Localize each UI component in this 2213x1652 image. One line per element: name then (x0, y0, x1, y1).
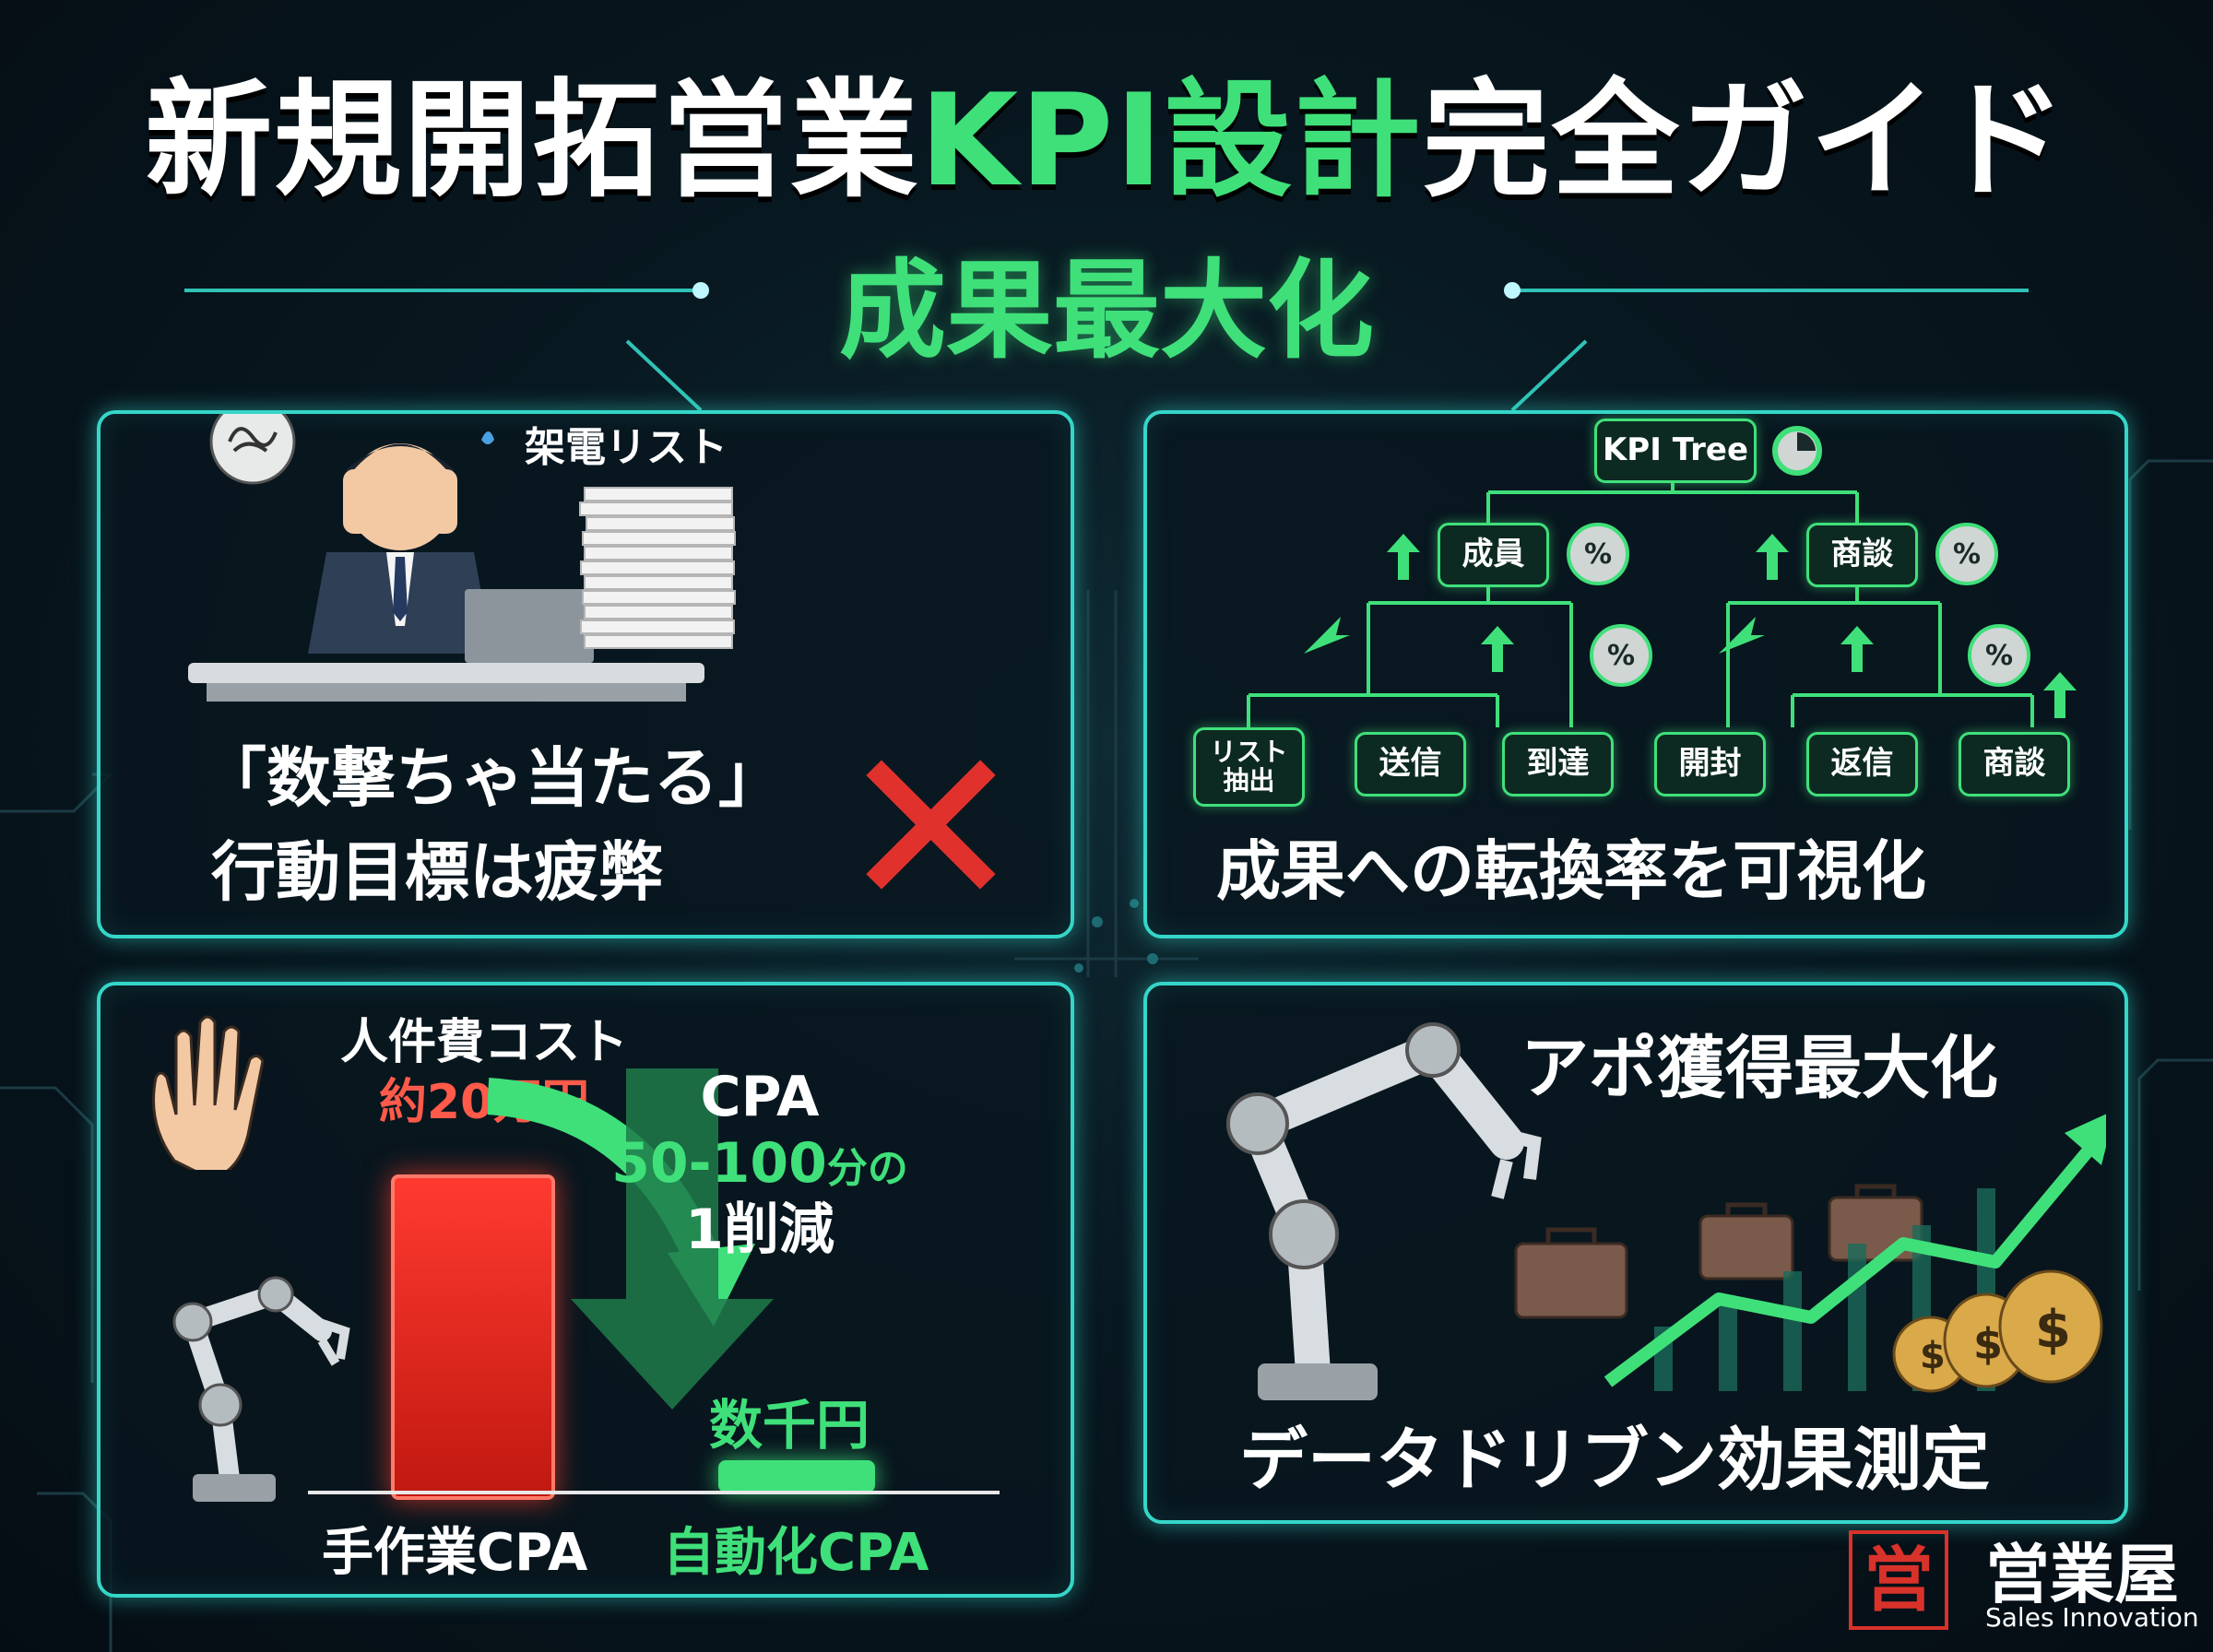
title-highlight: KPI設計 (919, 66, 1423, 215)
cpa-reduction-value: 50-100 (611, 1131, 827, 1196)
red-cross-icon: ✕ (838, 700, 1024, 958)
cpa-reduction-label: CPA 50-100分の 1削減 (575, 1064, 944, 1263)
svg-text:$: $ (1973, 1319, 2003, 1369)
funnel-step-reply: 返信 (1806, 732, 1918, 796)
page-subtitle: 成果最大化 (839, 249, 1374, 373)
auto-cost-value: 数千円 (709, 1394, 870, 1457)
call-list-label: 架電リスト (525, 424, 728, 471)
brand-logo: 営 営業屋 Sales Innovation (1849, 1530, 2199, 1633)
percent-icon: % (1968, 624, 2030, 687)
manual-cost-title: 人件費コスト (340, 1015, 629, 1070)
panel-problem: 架電リスト 「数撃ちゃ当たる」 行動目標は疲弊 ✕ (97, 410, 1074, 958)
quote-line-1: 「数撃ちゃ当たる」 (202, 740, 783, 816)
axis-label-manual: 手作業CPA (322, 1523, 588, 1583)
percent-icon: % (1935, 523, 1998, 585)
svg-text:$: $ (2035, 1300, 2071, 1360)
automation-bottom-caption: データドリブン効果測定 (1239, 1421, 1990, 1500)
chart-baseline (308, 1491, 1000, 1494)
percent-icon: % (1567, 523, 1629, 585)
funnel-step-open: 開封 (1654, 732, 1766, 796)
brand-tagline: Sales Innovation (1985, 1602, 2199, 1633)
automation-illustration: $ $ $ (1226, 1022, 2106, 1400)
robot-arm-icon (172, 1276, 350, 1502)
tree-node-member: 成員 (1438, 523, 1549, 587)
brand-mark-icon: 営 (1849, 1530, 1948, 1630)
title-suffix: 完全ガイド (1422, 66, 2068, 215)
reduction-arrows (488, 1068, 774, 1410)
axis-label-auto: 自動化CPA (663, 1523, 929, 1583)
title-prefix: 新規開拓営業 (145, 66, 920, 215)
tree-node-meeting: 商談 (1806, 523, 1918, 587)
funnel-step-send: 送信 (1355, 732, 1466, 796)
funnel-step-reach: 到達 (1502, 732, 1614, 796)
stressed-salesman-illustration (188, 414, 736, 702)
automation-top-caption: アポ獲得最大化 (1521, 1029, 1998, 1108)
auto-cpa-bar (718, 1460, 875, 1493)
panel-cpa: 人件費コスト 約20万円 CPA 50-100分の 1削減 数千円 手作業CPA… (97, 982, 1074, 1598)
manual-cpa-bar (391, 1174, 555, 1500)
percent-icon: % (1590, 624, 1652, 687)
panel-automation: アポ獲得最大化 (1143, 982, 2128, 1524)
svg-text:$: $ (1920, 1335, 1946, 1377)
tree-root-node: KPI Tree (1594, 419, 1757, 483)
brand-name: 営業屋 (1985, 1537, 2179, 1612)
page-title: 新規開拓営業KPI設計完全ガイド (0, 65, 2213, 218)
cpa-reduction-tail: 1削減 (685, 1198, 834, 1262)
funnel-step-meeting: 商談 (1959, 732, 2070, 796)
quote-line-2: 行動目標は疲弊 (211, 833, 663, 910)
problem-quote: 「数撃ちゃ当たる」 行動目標は疲弊 (202, 732, 783, 919)
hand-icon (152, 1015, 265, 1170)
cpa-title: CPA (700, 1065, 820, 1129)
funnel-step-list: リスト 抽出 (1193, 727, 1305, 807)
cpa-reduction-unit: 分の (826, 1145, 908, 1192)
panel-kpi-tree: KPI Tree 成員 % 商談 % % % リスト 抽出 送信 到達 開封 返… (1143, 410, 2128, 938)
tree-caption: 成果への転換率を可視化 (1216, 833, 1926, 909)
